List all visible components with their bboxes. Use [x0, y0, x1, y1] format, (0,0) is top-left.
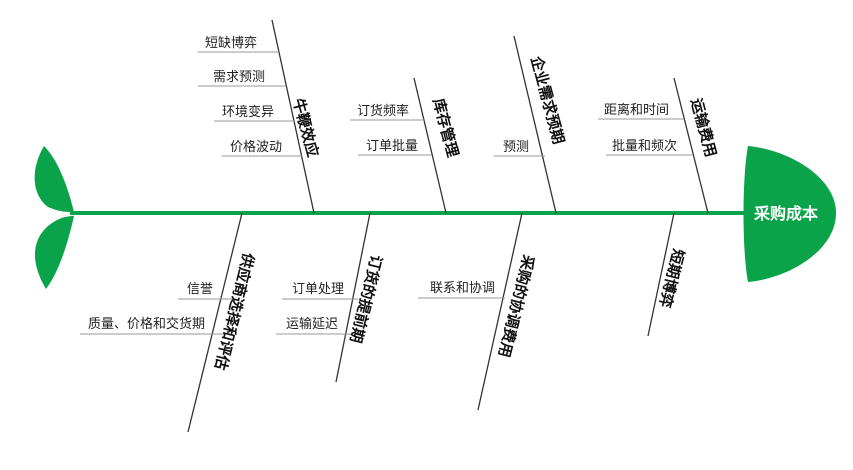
cause-label: 需求预测: [213, 70, 265, 85]
branch-label: 库存管理: [429, 96, 462, 159]
cause-label: 距离和时间: [604, 102, 669, 118]
cause-label: 批量和频次: [612, 138, 677, 154]
fish-head: [743, 146, 836, 282]
branch-line: [187, 212, 243, 433]
branch-line: [513, 35, 557, 214]
branch-inventory: 库存管理 订货频率 订单批量: [350, 77, 462, 214]
branch-label: 牛鞭效应: [289, 96, 322, 159]
cause-label: 预测: [503, 140, 529, 155]
cause-label: 订单批量: [366, 139, 418, 154]
cause-label: 短缺博弈: [205, 35, 257, 51]
branch-coordination-cost: 采购的协调费用 联系和协调: [418, 212, 538, 411]
head-label: 采购成本: [753, 204, 818, 223]
cause-label: 订货频率: [357, 103, 409, 119]
cause-label: 价格波动: [230, 139, 282, 155]
cause-label: 联系和协调: [430, 281, 495, 296]
branch-short-term-game: 短期博弈: [647, 212, 688, 337]
cause-label: 环境变异: [222, 104, 274, 120]
cause-label: 运输延迟: [286, 316, 338, 332]
cause-label: 订单处理: [292, 282, 344, 297]
branch-transport-cost: 运输费用 距离和时间 批量和频次: [598, 77, 720, 214]
branch-label: 企业需求预期: [527, 53, 568, 146]
branch-line: [647, 212, 675, 337]
cause-label: 质量、价格和交货期: [88, 316, 205, 332]
branch-lead-time: 订货的提前期 订单处理 运输延迟: [276, 212, 386, 383]
branch-line: [335, 212, 371, 383]
branch-bullwhip: 牛鞭效应 短缺博弈 需求预测 环境变异 价格波动: [198, 19, 322, 214]
cause-label: 信誉: [187, 282, 213, 297]
fish-tail: [34, 146, 74, 289]
branch-line: [673, 77, 709, 214]
branch-line: [413, 77, 447, 214]
branch-demand-forecast: 企业需求预期 预测: [494, 35, 568, 214]
branch-line: [477, 212, 523, 411]
branch-supplier-evaluation: 供应商选择和评估 信誉 质量、价格和交货期: [80, 212, 258, 433]
